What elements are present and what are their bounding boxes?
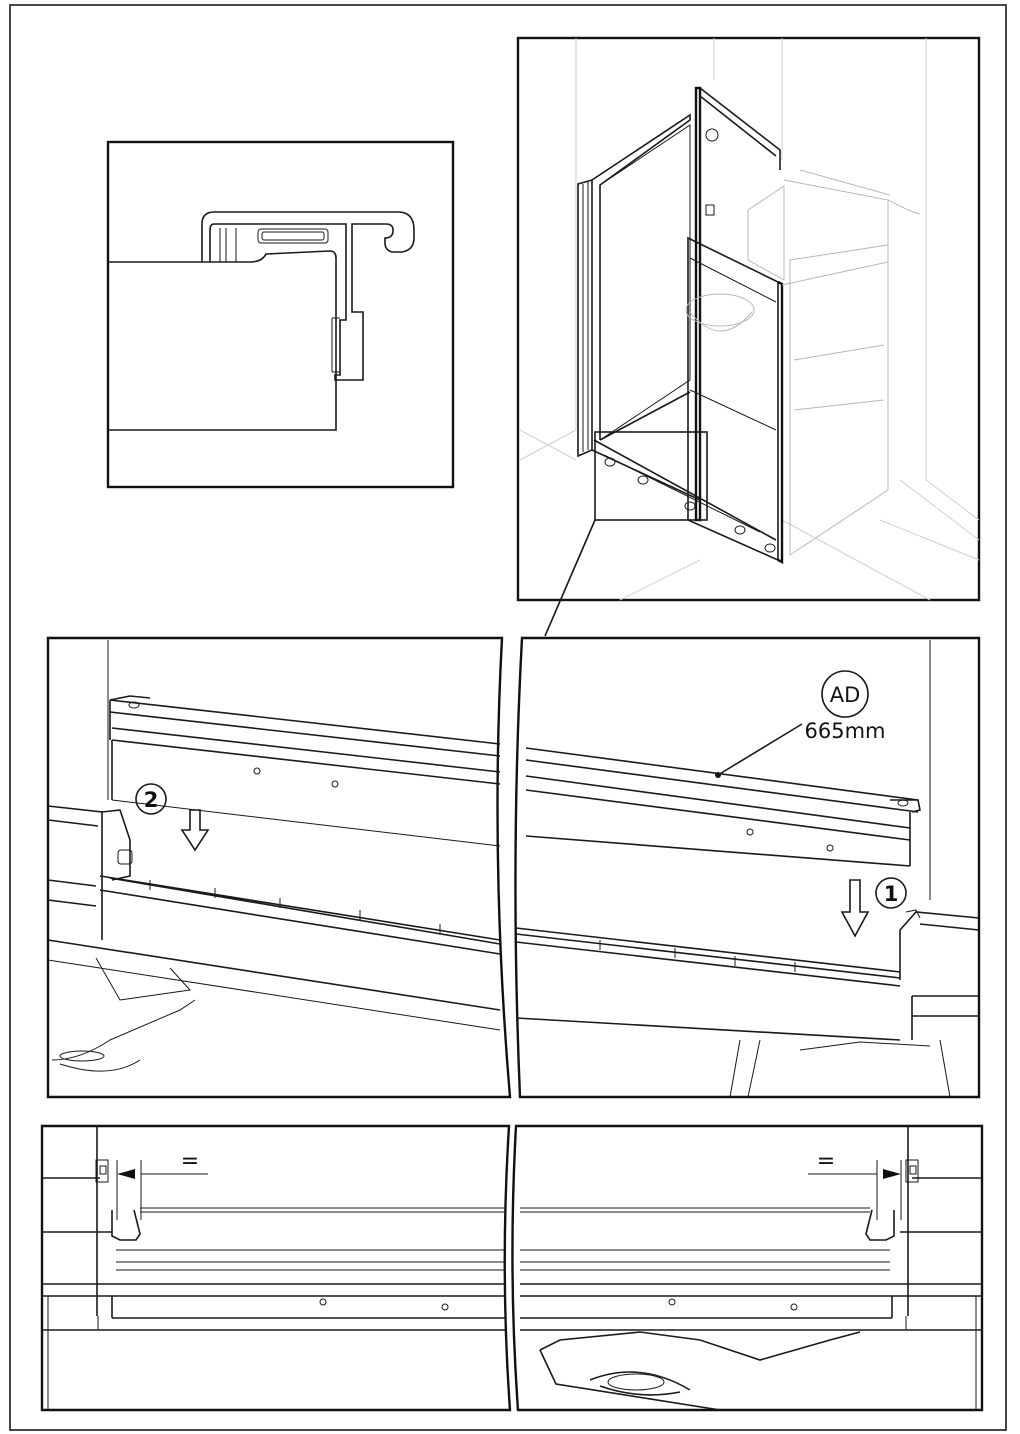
profile-detail-panel: [106, 140, 455, 489]
alignment-panel: = =: [40, 1124, 984, 1412]
step-1-label: 1: [884, 882, 899, 906]
rail-install-panel: 2 1 AD 665mm: [46, 636, 981, 1099]
cabin-overview-panel: [516, 36, 981, 602]
callout-leader: [544, 519, 596, 637]
equal-mark-right: =: [817, 1149, 835, 1174]
part-length: 665mm: [805, 719, 886, 743]
part-leader: [717, 723, 803, 776]
step-2-label: 2: [144, 788, 159, 812]
page-border: [9, 4, 1007, 1431]
part-code: AD: [830, 683, 861, 707]
equal-mark-left: =: [181, 1149, 199, 1174]
